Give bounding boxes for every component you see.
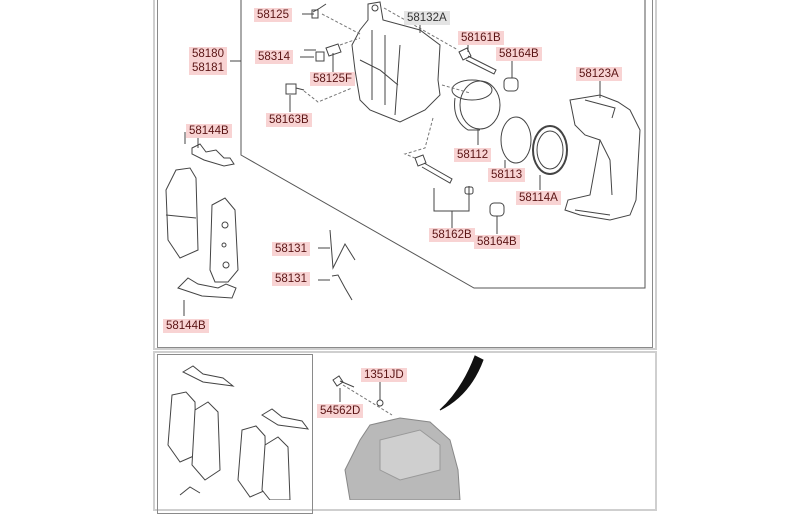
rear-caliper bbox=[344, 417, 461, 500]
brake-pads-top bbox=[165, 132, 239, 283]
part-label-58161B[interactable]: 58161B bbox=[458, 31, 504, 45]
caliper-body bbox=[351, 1, 441, 123]
part-label-58114A[interactable]: 58114A bbox=[516, 191, 561, 205]
arrow-pointer bbox=[439, 355, 484, 411]
bolt-54562D bbox=[332, 375, 355, 388]
part-label-58144B[interactable]: 58144B bbox=[163, 319, 209, 333]
part-label-58164B[interactable]: 58164B bbox=[496, 47, 542, 61]
parts-illustration bbox=[165, 0, 646, 500]
dust-boot bbox=[532, 125, 568, 175]
part-label-58113[interactable]: 58113 bbox=[488, 168, 526, 182]
piston bbox=[451, 79, 501, 131]
part-label-58132A[interactable]: 58132A bbox=[404, 11, 450, 25]
part-label-58164B[interactable]: 58164B bbox=[474, 235, 520, 249]
part-label-58163B[interactable]: 58163B bbox=[266, 113, 312, 127]
part-label-58125[interactable]: 58125 bbox=[254, 8, 292, 22]
part-label-58181[interactable]: 58181 bbox=[189, 61, 227, 75]
part-label-58112[interactable]: 58112 bbox=[454, 148, 492, 162]
part-label-58131[interactable]: 58131 bbox=[272, 272, 310, 286]
part-label-58180[interactable]: 58180 bbox=[189, 47, 227, 61]
caliper-bracket bbox=[564, 94, 641, 221]
seal-ring bbox=[500, 116, 532, 164]
part-label-1351JD[interactable]: 1351JD bbox=[361, 368, 407, 382]
part-label-58131[interactable]: 58131 bbox=[272, 242, 310, 256]
part-label-58144B[interactable]: 58144B bbox=[186, 124, 232, 138]
pad-kit-illustration bbox=[167, 365, 310, 500]
part-label-58314[interactable]: 58314 bbox=[255, 50, 293, 64]
part-label-54562D[interactable]: 54562D bbox=[317, 404, 364, 418]
pad-clip-bottom bbox=[177, 277, 237, 316]
part-label-58123A[interactable]: 58123A bbox=[576, 67, 622, 81]
part-label-58162B[interactable]: 58162B bbox=[429, 228, 475, 242]
part-label-58125F[interactable]: 58125F bbox=[310, 72, 356, 86]
diagram-panel-front-caliper bbox=[157, 0, 653, 348]
